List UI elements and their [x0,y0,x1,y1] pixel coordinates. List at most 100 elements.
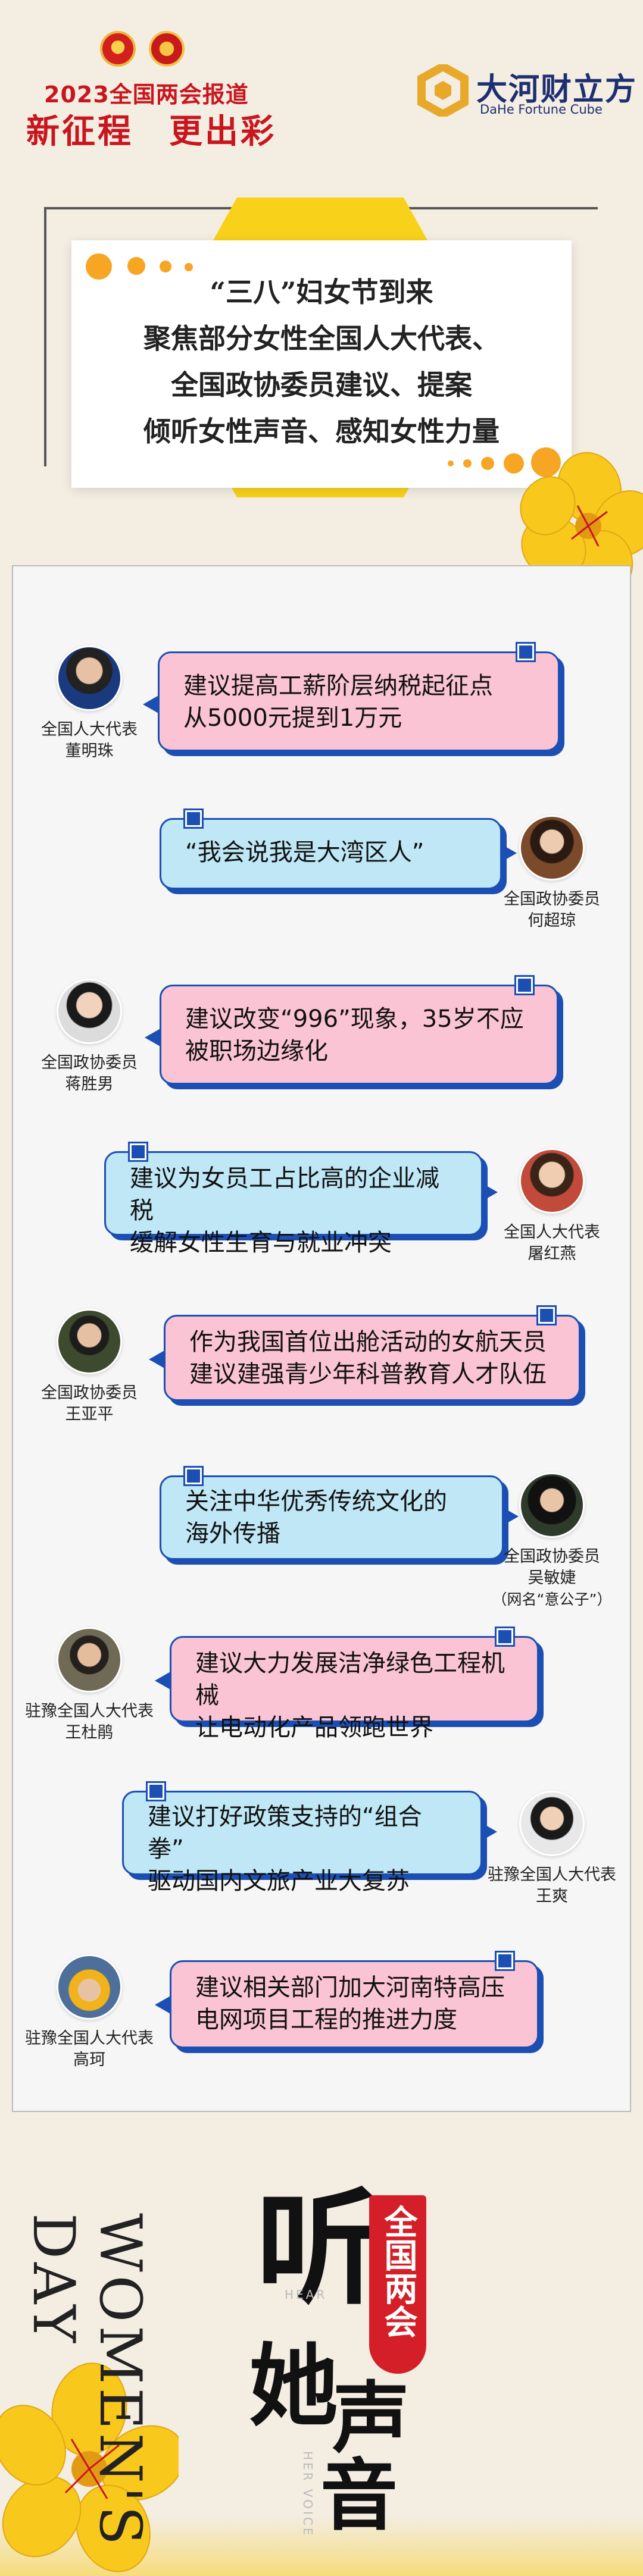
bubble-tail [502,1507,519,1526]
person-role: 全国政协委员 [504,1547,600,1566]
avatar [519,1472,585,1538]
decor-dot [448,460,454,466]
national-emblem-icon [100,31,136,67]
bubble-corner-square [514,975,535,995]
proposal-bubble: 建议打好政策支持的“组合拳” 驱动国内文旅产业大复苏 [122,1781,497,1895]
bubble-tail [481,1183,498,1202]
title-char: 她 [249,2334,339,2439]
bubble-corner-square [495,1627,515,1647]
avatar [519,1791,585,1856]
title-char: 听 [256,2175,382,2322]
proposal-line: 从5000元提到1万元 [183,704,402,732]
proposal-bubble: 建议为女员工占比高的企业减税 缓解女性生育与就业冲突 [104,1142,498,1256]
person-role: 全国政协委员 [504,890,600,908]
intro-line: 聚焦部分女性全国人大代表、 [143,322,500,355]
person-role: 驻豫全国人大代表 [488,1866,616,1884]
womens-day-text: WOMEN'S DAY [20,2213,154,2549]
person-name: 高珂 [73,2051,105,2069]
intro-line: “三八”妇女节到来 [210,276,433,308]
proposal-line: 被职场边缘化 [185,1038,328,1065]
person-card: 全国政协委员 王亚平 [21,1309,158,1425]
report-title: 新征程 更出彩 [26,112,276,151]
proposal-bubble: “我会说我是大湾区人” [160,808,517,889]
intro-line: 全国政协委员建议、提案 [171,369,472,401]
avatar [57,1954,122,2020]
proposal-line: 让电动化产品领跑世界 [195,1714,433,1741]
person-role: 驻豫全国人大代表 [25,2029,154,2048]
decor-dot [504,453,524,474]
proposal-line: 建议为女员工占比高的企业减税 [130,1165,439,1224]
bubble-tail [480,1822,497,1841]
person-role: 驻豫全国人大代表 [25,1702,154,1721]
person-card: 驻豫全国人大代表 高珂 [12,1954,167,2071]
avatar [57,645,122,711]
proposal-line: 电网项目工程的推进力度 [195,2006,457,2033]
avatar [57,1309,122,1374]
flower-icon [0,2362,179,2572]
proposal-bubble: 作为我国首位出舱活动的女航天员 建议建强青少年科普教育人才队伍 [149,1305,580,1401]
person-name: 王亚平 [65,1405,114,1424]
person-card: 全国政协委员 何超琼 [483,815,620,932]
person-card: 全国政协委员 蒋胜男 [21,979,158,1095]
proposal-bubble: 建议相关部门加大河南特高压 电网项目工程的推进力度 [155,1951,539,2048]
person-name: 吴敏婕 [527,1569,576,1587]
proposal-bubble: 关注中华优秀传统文化的 海外传播 [160,1466,519,1560]
decor-dot [127,257,145,275]
avatar [57,1627,122,1693]
proposal-bubble: 建议提高工薪阶层纳税起征点 从5000元提到1万元 [143,642,560,751]
proposal-line: 建议建强青少年科普教育人才队伍 [189,1361,547,1388]
proposal-bubble: 建议改变“996”现象，35岁不应 被职场边缘化 [145,975,558,1085]
intro-line: 倾听女性声音、感知女性力量 [143,415,500,447]
brand-name-en: DaHe Fortune Cube [480,102,603,117]
bubble-corner-square [128,1142,148,1162]
proposal-line: 建议提高工薪阶层纳税起征点 [183,672,493,700]
person-card: 驻豫全国人大代表 王爽 [472,1791,632,1907]
person-note: （网名“意公子”） [492,1591,612,1608]
intro-card [71,240,572,488]
proposal-line: 关注中华优秀传统文化的 [185,1488,447,1515]
person-role: 全国政协委员 [41,1384,138,1402]
title-char: 音 [320,2450,398,2541]
avatar [519,815,585,880]
avatar [57,979,122,1044]
person-card: 驻豫全国人大代表 王杜鹃 [21,1627,158,1744]
decor-dot [185,263,193,271]
decor-dot [463,459,472,468]
person-role: 全国人大代表 [41,720,138,739]
decor-dot [531,447,561,477]
person-name: 屠红燕 [527,1245,576,1263]
emblems [100,31,185,67]
bubble-corner-square [183,808,204,829]
cppcc-emblem-icon [149,31,185,67]
header: 2023全国两会报道 新征程 更出彩 大河财立方 DaHe Fortune Cu… [0,0,643,151]
bubble-corner-square [183,1466,204,1486]
bubble-corner-square [495,1951,515,1971]
bubble-tail [155,1995,171,2014]
bubble-corner-square [536,1305,557,1325]
proposal-line: 建议打好政策支持的“组合拳” [148,1803,422,1863]
report-subtitle: 2023全国两会报道 [44,82,249,108]
bubble-tail [155,1671,171,1690]
person-name: 王爽 [536,1887,568,1906]
person-name: 何超琼 [527,911,576,930]
bubble-tail [500,844,517,863]
intro-text: “三八”妇女节到来 聚焦部分女性全国人大代表、 全国政协委员建议、提案 倾听女性… [71,269,572,455]
two-sessions-tag: 全国两会 [379,2205,417,2338]
bubble-tail [145,1028,161,1047]
proposal-line: 作为我国首位出舱活动的女航天员 [189,1328,547,1356]
brand-logo-icon [417,64,469,117]
bubble-tail [149,1350,166,1369]
proposal-line: 缓解女性生育与就业冲突 [130,1229,392,1256]
proposal-line: 建议相关部门加大河南特高压 [195,1974,505,2001]
person-name: 王杜鹃 [65,1723,114,1742]
person-card: 全国政协委员 吴敏婕 （网名“意公子”） [483,1472,620,1610]
proposal-line: 驱动国内文旅产业大复苏 [148,1867,410,1895]
decor-dot [160,261,171,272]
proposal-line: 建议改变“996”现象，35岁不应 [185,1005,524,1033]
bubble-tail [143,695,160,714]
decor-dot [86,253,112,280]
decor-dot [481,457,494,470]
proposal-bubble: 建议大力发展洁净绿色工程机械 让电动化产品领跑世界 [155,1627,539,1741]
hear-text: HEAR [285,2287,327,2302]
person-role: 全国政协委员 [41,1054,138,1072]
